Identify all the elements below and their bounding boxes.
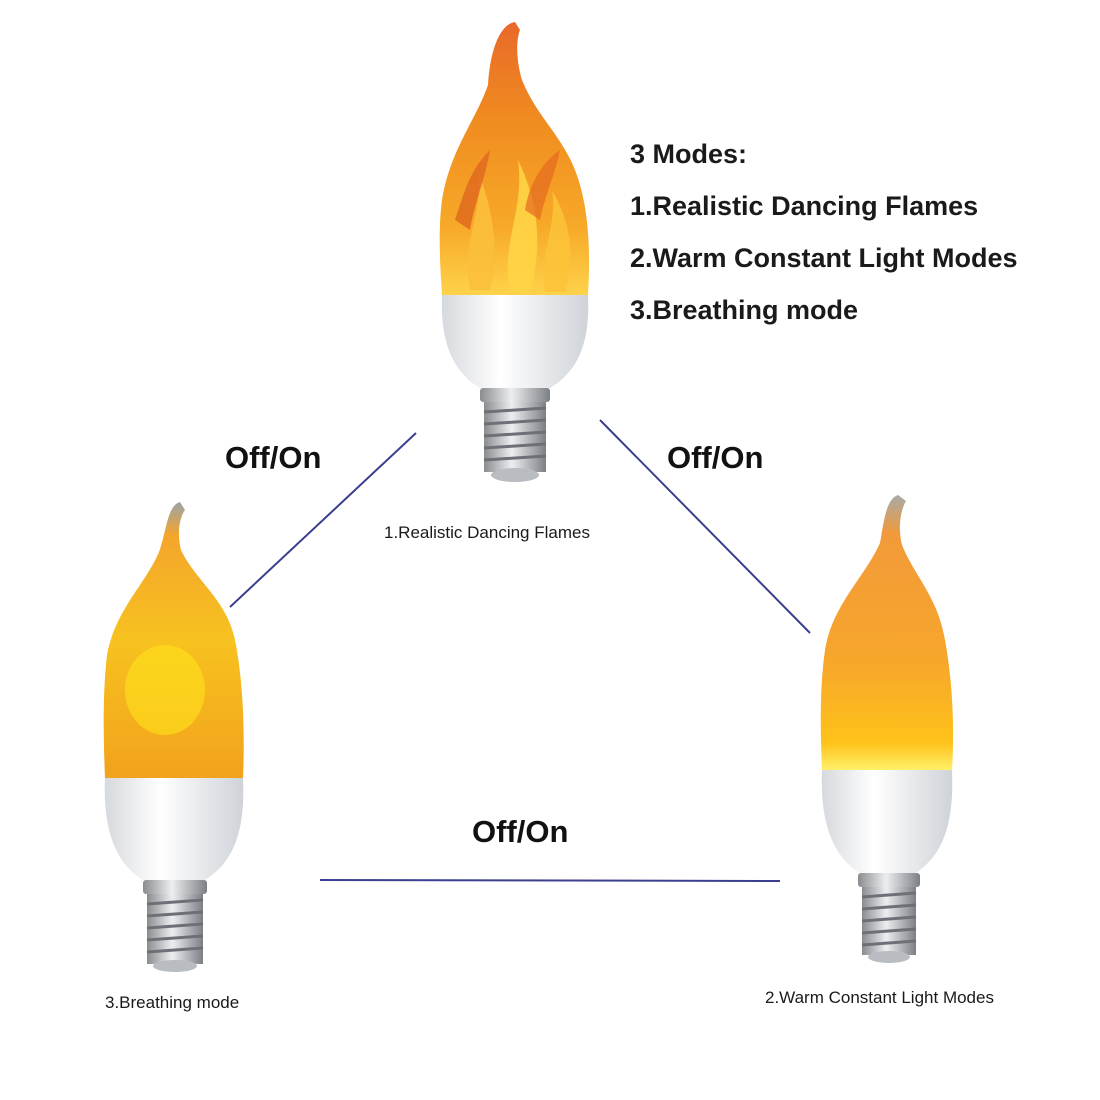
bulb-base bbox=[821, 770, 953, 873]
toggle-label-right: Off/On bbox=[667, 440, 764, 475]
flame-bulb-icon bbox=[439, 22, 590, 482]
screw-collar bbox=[480, 388, 550, 402]
flame-streak bbox=[525, 150, 560, 220]
flame-shell bbox=[103, 502, 244, 778]
screw-thread bbox=[861, 887, 917, 963]
mode-item-3: 3.Breathing mode bbox=[630, 295, 859, 325]
flame-streak bbox=[543, 190, 571, 292]
flame-bulb-icon bbox=[103, 502, 244, 972]
screw-thread bbox=[146, 894, 204, 972]
flame-shell bbox=[820, 495, 954, 770]
toggle-label-left: Off/On bbox=[225, 440, 322, 475]
flame-bulb-icon bbox=[820, 495, 954, 963]
flame-glow bbox=[125, 645, 205, 735]
bulb-base bbox=[441, 295, 589, 388]
caption-breathing-mode: 3.Breathing mode bbox=[105, 993, 240, 1012]
mode-item-2: 2.Warm Constant Light Modes bbox=[630, 243, 1018, 273]
connector-top-left bbox=[229, 432, 417, 608]
caption-realistic-flames: 1.Realistic Dancing Flames bbox=[384, 523, 590, 542]
mode-item-1: 1.Realistic Dancing Flames bbox=[630, 191, 979, 221]
screw-collar bbox=[858, 873, 920, 887]
screw-collar bbox=[143, 880, 207, 894]
connector-bottom bbox=[319, 879, 781, 882]
caption-warm-constant: 2.Warm Constant Light Modes bbox=[765, 988, 994, 1007]
flame-streak bbox=[467, 170, 495, 290]
flame-streak bbox=[455, 150, 490, 230]
modes-heading: 3 Modes: bbox=[630, 139, 748, 169]
toggle-label-bottom: Off/On bbox=[472, 814, 569, 849]
screw-thread bbox=[483, 402, 547, 482]
bulb-base bbox=[104, 778, 244, 880]
modes-list: 3 Modes: 1.Realistic Dancing Flames 2.Wa… bbox=[630, 128, 1018, 336]
connector-top-right bbox=[599, 419, 811, 634]
